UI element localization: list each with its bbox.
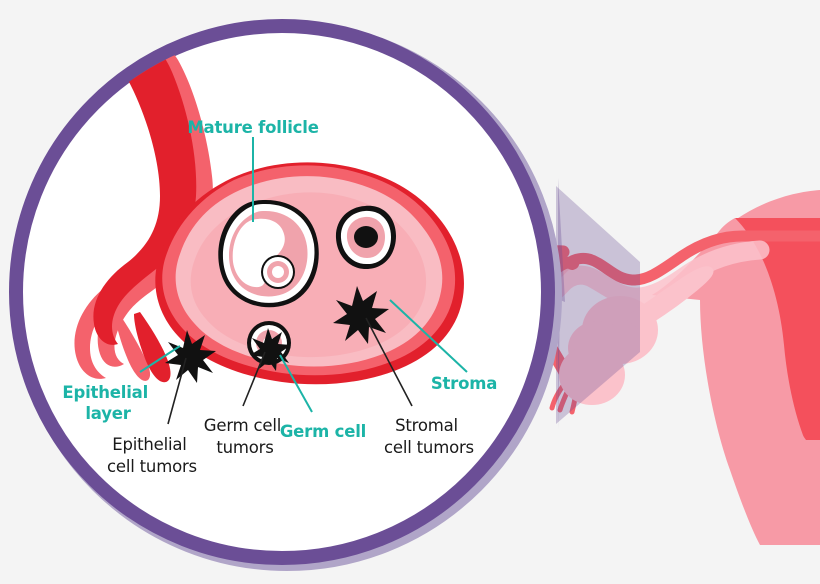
label-stromal-cell-tumors: Stromal cell tumors [384, 416, 474, 457]
mature-follicle [218, 199, 319, 308]
leader-stroma [389, 299, 468, 373]
leader-stromal-cell-tumors [365, 317, 413, 407]
label-epithelial-cell-tumors: Epithelial cell tumors [107, 435, 197, 476]
reproductive-anatomy-overview [495, 190, 820, 545]
label-stroma: Stroma [431, 374, 497, 393]
leader-germ-cell [279, 354, 313, 413]
label-mature-follicle: Mature follicle [187, 118, 318, 137]
magnifier-cone-beam [556, 186, 640, 424]
labels-layer: Mature follicle Epithelial layer Epithel… [62, 118, 497, 476]
label-epithelial-layer: Epithelial layer [62, 383, 153, 423]
leader-epithelial-cell-tumors [167, 357, 187, 425]
germ-cell-tumor-marker [250, 328, 291, 371]
leader-germ-cell-tumors [242, 351, 266, 407]
mature-follicle-oocyte-core [272, 266, 284, 278]
stromal-cell-tumor-marker [333, 286, 389, 344]
epithelial-cell-tumor-marker [165, 330, 216, 383]
secondary-follicle [335, 205, 396, 270]
ovary-left-overview [559, 345, 625, 405]
leader-epithelial-layer [139, 345, 181, 373]
uterus-lower-body [700, 218, 820, 545]
fimbriae-magnified-2 [134, 312, 171, 383]
magnifier-cone [558, 178, 565, 430]
secondary-follicle-oocyte [354, 226, 378, 248]
fallopian-tube-red-magnified [86, 32, 197, 345]
lens-ring [9, 19, 555, 565]
leader-lines [139, 137, 468, 425]
label-germ-cell-tumors: Germ cell tumors [204, 416, 286, 457]
mature-follicle-antrum [232, 218, 285, 288]
label-germ-cell: Germ cell [280, 422, 366, 441]
fimbriae-magnified [116, 318, 151, 381]
magnified-ovary-scene [74, 32, 464, 385]
ovarian-ligament [624, 266, 714, 330]
